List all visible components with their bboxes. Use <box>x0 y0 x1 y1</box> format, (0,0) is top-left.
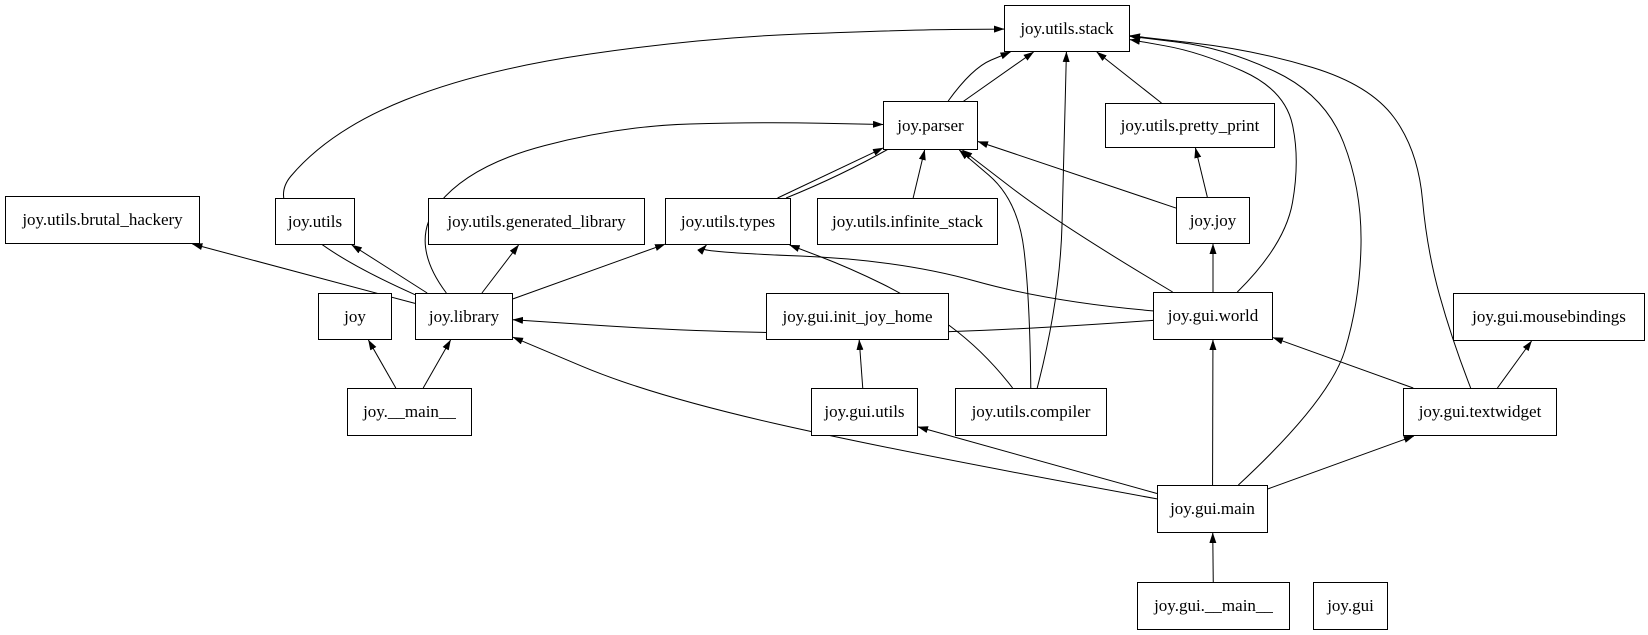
node-infinite_stack: joy.utils.infinite_stack <box>817 198 998 245</box>
node-gui_main: joy.gui.main <box>1157 485 1268 533</box>
node-joy: joy <box>318 293 392 340</box>
edge-textwidget-stack <box>1129 33 1472 389</box>
edge-joy_main-library <box>422 339 452 389</box>
edge-world-types <box>697 244 1154 312</box>
edge-world-stack <box>1129 37 1297 293</box>
node-textwidget: joy.gui.textwidget <box>1403 388 1557 436</box>
edge-joy_joy-parser <box>977 140 1177 209</box>
node-gui_utils: joy.gui.utils <box>811 388 918 436</box>
edge-gui_main_main-gui_main <box>1209 532 1217 583</box>
node-generated_library: joy.utils.generated_library <box>428 198 645 245</box>
edge-joy_main-joy <box>367 339 397 389</box>
node-parser: joy.parser <box>883 101 978 150</box>
edge-library-stack <box>282 25 1005 296</box>
edge-pretty_print-stack <box>1096 51 1162 104</box>
edge-world-parser <box>961 149 1173 293</box>
edge-compiler-stack <box>1036 51 1070 389</box>
edge-gui_main-gui_utils <box>917 426 1158 495</box>
node-init_joy_home: joy.gui.init_joy_home <box>766 293 949 340</box>
edge-gui_main-library <box>512 336 1158 500</box>
edge-gui_main-textwidget <box>1267 435 1415 490</box>
edge-textwidget-world <box>1272 337 1414 389</box>
node-gui_main_main: joy.gui.__main__ <box>1137 582 1290 630</box>
node-pretty_print: joy.utils.pretty_print <box>1105 103 1275 148</box>
edge-library-utils <box>351 244 428 294</box>
node-gui: joy.gui <box>1313 582 1388 630</box>
node-joy_main: joy.__main__ <box>347 388 472 436</box>
node-utils: joy.utils <box>275 198 355 245</box>
edge-types-parser <box>777 147 884 199</box>
edge-textwidget-mousebindings <box>1497 340 1532 389</box>
edge-infinite_stack-parser <box>912 149 926 199</box>
node-library: joy.library <box>415 293 513 340</box>
node-world: joy.gui.world <box>1153 292 1273 340</box>
node-compiler: joy.utils.compiler <box>955 388 1107 436</box>
node-stack: joy.utils.stack <box>1004 5 1130 52</box>
node-brutal_hackery: joy.utils.brutal_hackery <box>5 196 200 244</box>
node-types: joy.utils.types <box>665 198 791 245</box>
edge-gui_main-stack <box>1129 34 1362 486</box>
edge-joy_joy-pretty_print <box>1194 147 1208 198</box>
edge-compiler-parser <box>958 149 1032 389</box>
edge-library-generated_library <box>481 244 519 294</box>
edge-parser-stack <box>947 51 1011 102</box>
node-joy_joy: joy.joy <box>1176 197 1250 244</box>
edge-gui_utils-init_joy_home <box>856 339 864 389</box>
node-mousebindings: joy.gui.mousebindings <box>1453 293 1645 341</box>
edge-library-types <box>512 243 666 300</box>
